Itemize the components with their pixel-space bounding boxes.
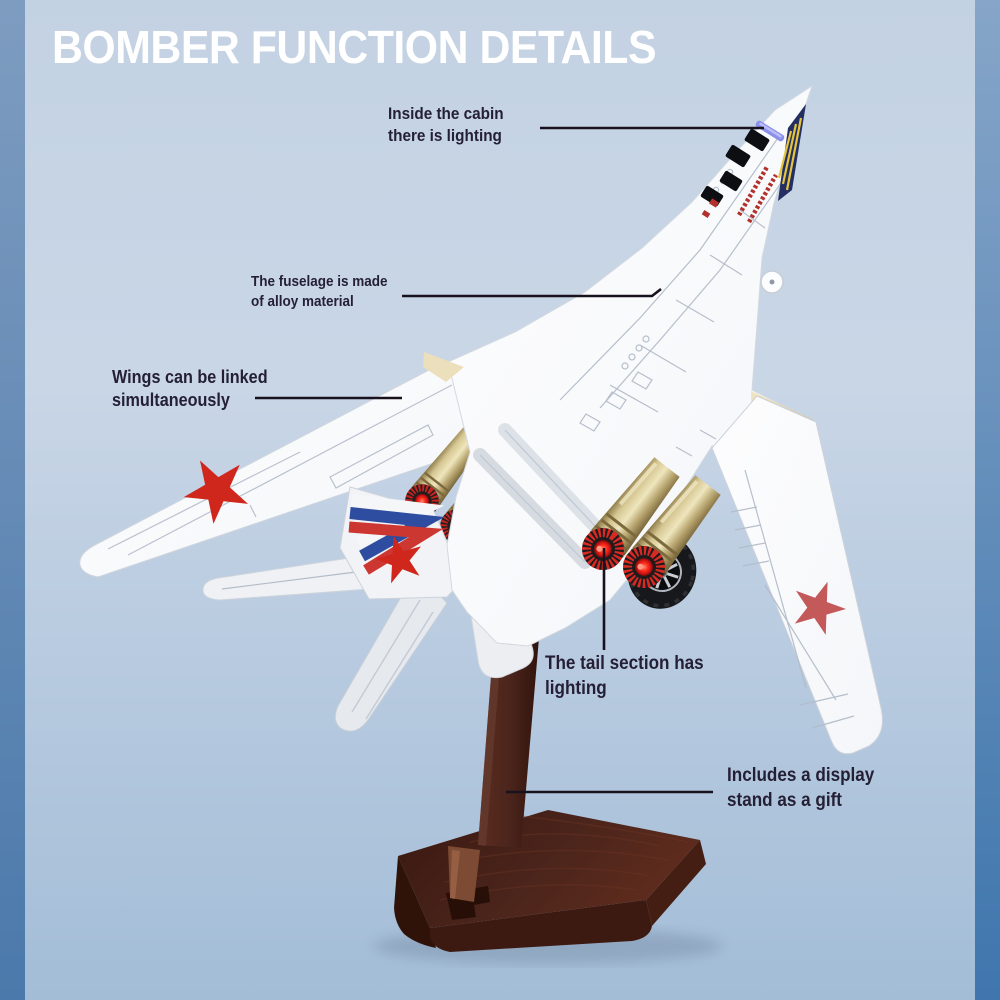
callout-wings-linked: Wings can be linked simultaneously: [112, 366, 268, 413]
callout-text-line: stand as a gift: [727, 789, 842, 811]
callout-cabin-lighting: Inside the cabin there is lighting: [388, 103, 504, 147]
fuselage-panel-lines: [559, 134, 791, 476]
callout-display-stand: Includes a display stand as a gift: [727, 764, 874, 813]
fuselage: [446, 84, 816, 647]
cabin-light-stripe: [755, 120, 785, 142]
fuselage-red-lettering: [701, 165, 778, 224]
cockpit-windows: [700, 128, 770, 207]
hinge-disc: [760, 270, 784, 294]
wing-glove-left: [423, 352, 464, 382]
tail-stabilizer: [202, 555, 371, 601]
left-edge-strip: [0, 0, 25, 1000]
callout-text-line: Includes a display: [727, 765, 875, 786]
callout-text-line: The fuselage is made: [251, 273, 388, 290]
callout-text-line: lighting: [545, 677, 607, 699]
callout-tail-lighting: The tail section has lighting: [545, 652, 704, 701]
engine-glow: [635, 558, 653, 576]
nose-chevron-stripes: [777, 104, 806, 201]
callout-text-line: Wings can be linked: [112, 367, 268, 387]
engine-nozzle: [623, 475, 721, 588]
right-wing: [711, 395, 883, 755]
callout-leader-lines: [255, 126, 764, 794]
callout-text-line: there is lighting: [388, 126, 502, 146]
tail-cone: [334, 577, 448, 732]
right-edge-strip: [975, 0, 1000, 1000]
callout-text-line: The tail section has: [545, 653, 704, 674]
display-stand-base: [394, 810, 706, 952]
left-wing: [79, 359, 473, 578]
page-title: BOMBER FUNCTION DETAILS: [52, 21, 657, 73]
nose-details: [700, 104, 806, 294]
tail-fin: [339, 486, 464, 600]
leader-line-fuselage: [402, 287, 662, 298]
callout-text-line: of alloy material: [251, 292, 354, 310]
callout-text-line: Inside the cabin: [388, 104, 504, 123]
callout-text-line: simultaneously: [112, 390, 230, 411]
callout-fuselage-alloy: The fuselage is made of alloy material: [251, 272, 388, 311]
